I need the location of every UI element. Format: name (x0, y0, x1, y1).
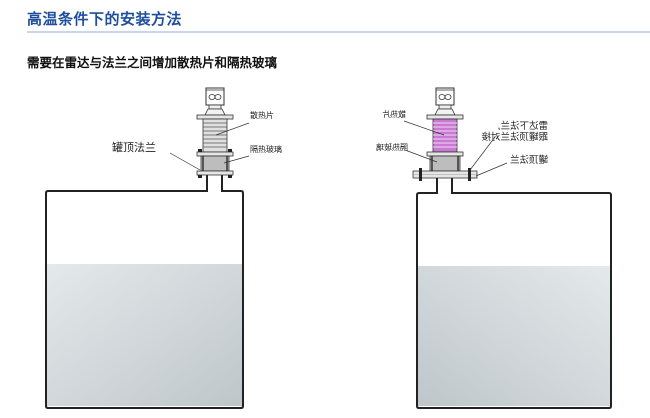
left-installation: 罐顶法兰 散热片 隔热玻璃 (45, 87, 282, 409)
left-insulation-glass (200, 155, 230, 172)
right-label-note-line2: 跟罐顶法兰对接 (481, 131, 548, 143)
right-radar (412, 87, 478, 193)
page-title: 高温条件下的安装方法 (27, 10, 183, 28)
right-liquid (418, 266, 610, 406)
right-label-note-line1: 雷达下法兰, (497, 120, 548, 132)
right-installation: 散热片 隔热玻璃 雷达下法兰, 跟罐顶法兰对接 罐顶法兰 (376, 87, 612, 409)
left-label-tank-flange: 罐顶法兰 (112, 140, 156, 154)
left-label-heat-sink: 散热片 (250, 110, 274, 120)
right-tank-outline (416, 183, 612, 409)
subtitle: 需要在雷达与法兰之间增加散热片和隔热玻璃 (27, 55, 278, 70)
right-label-heat-sink: 散热片 (382, 109, 406, 119)
left-tank (45, 173, 244, 409)
right-label-tank-flange: 罐顶法兰 (510, 154, 548, 166)
right-label-insulation-glass: 隔热玻璃 (376, 142, 408, 152)
right-insulation-glass (429, 155, 461, 172)
right-heat-sink (432, 118, 458, 153)
left-tank-outline (45, 180, 244, 409)
right-tank (416, 183, 612, 409)
left-heat-sink (202, 118, 228, 153)
title-divider (27, 31, 650, 33)
left-radar (196, 87, 234, 178)
left-liquid (47, 264, 242, 406)
left-label-insulation-glass: 隔热玻璃 (250, 144, 282, 154)
